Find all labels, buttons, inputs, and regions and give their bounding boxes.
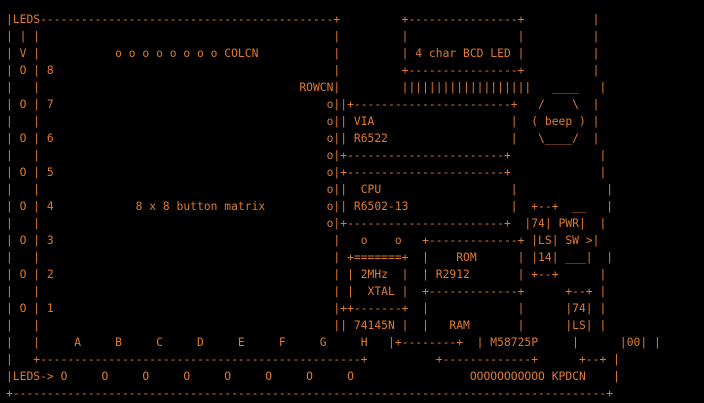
ascii-board-diagram: |LEDS-----------------------------------…: [6, 11, 661, 402]
art-line: | O | 1 |++-------+ | | |74| |: [6, 302, 607, 315]
art-line: | +-------------------------------------…: [6, 353, 620, 366]
art-line: | O | 8 | +----------------+ |: [6, 64, 600, 77]
art-line: |LEDS-> O O O O O O O O OOOOOOOOOOO KPDC…: [6, 370, 620, 383]
art-line: | O | 4 8 x 8 button matrix o|| R6502-13…: [6, 200, 614, 213]
art-line: | O | 3 | o o +-------------+ |LS| SW >|: [6, 234, 600, 247]
art-line: |LEDS-----------------------------------…: [6, 13, 600, 26]
art-line: | O | 7 o||+-----------------------+ / \…: [6, 98, 600, 111]
art-line: | | ROWCN| ||||||||||||||||||| ____ |: [6, 81, 607, 94]
art-line: | | o|+-----------------------+ |: [6, 149, 607, 162]
art-line: | | o|+-----------------------+ |74| PWR…: [6, 217, 607, 230]
art-line: | | o|| VIA | ( beep ) |: [6, 115, 600, 128]
art-line: | O | 2 | | 2MHz | | R2912 | +--+ |: [6, 268, 607, 281]
art-line: | | | | | | |: [6, 30, 600, 43]
art-line: | | | | XTAL | +-------------+ +--+ |: [6, 285, 607, 298]
art-line: +---------------------------------------…: [6, 387, 614, 400]
art-line: | | o|| CPU | |: [6, 183, 614, 196]
art-line: | O | 5 o|+-----------------------+ |: [6, 166, 607, 179]
art-line: | V | o o o o o o o o COLCN | | 4 char B…: [6, 47, 600, 60]
art-line: | O | 6 o|| R6522 | \____/ |: [6, 132, 600, 145]
art-line: | | | +=======+ | ROM | |14| ___| |: [6, 251, 614, 264]
art-line: | | || 74145N | | RAM | |LS| |: [6, 319, 607, 332]
art-line: | | A B C D E F G H |+--------+ | M58725…: [6, 336, 661, 349]
